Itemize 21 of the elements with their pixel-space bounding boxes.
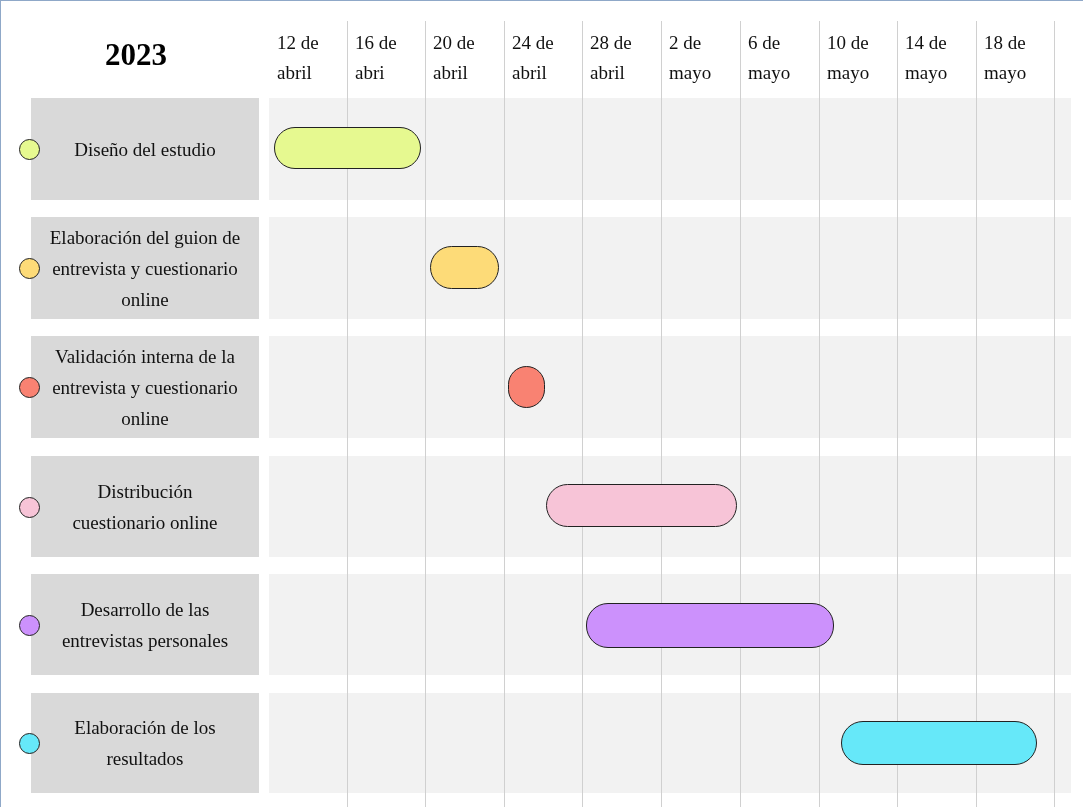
date-label: 6 de mayo	[748, 31, 792, 85]
date-label: 2 de mayo	[669, 31, 713, 85]
task-label: Elaboración del guion de entrevista y cuestionario online	[31, 217, 259, 319]
gantt-bar	[274, 127, 421, 169]
task-label: Diseño del estudio	[31, 98, 259, 200]
date-label: 28 de abril	[590, 31, 633, 85]
gantt-bar	[841, 721, 1037, 765]
date-label: 24 de abril	[512, 31, 555, 85]
year-label: 2023	[104, 37, 168, 73]
date-label: 20 de abril	[433, 31, 476, 85]
task-label: Desarrollo de las entrevistas personales	[31, 574, 259, 675]
task-label: Elaboración de los resultados	[31, 693, 259, 793]
task-label: Distribución cuestionario online	[31, 456, 259, 557]
date-label: 18 de mayo	[984, 31, 1028, 85]
task-label: Validación interna de la entrevista y cuestionario online	[31, 336, 259, 438]
date-label: 10 de mayo	[827, 31, 871, 85]
date-label: 14 de mayo	[905, 31, 949, 85]
date-label: 16 de abri	[355, 31, 398, 85]
gantt-bar	[546, 484, 737, 527]
gantt-bar	[586, 603, 834, 648]
date-label: 12 de abril	[277, 31, 320, 85]
